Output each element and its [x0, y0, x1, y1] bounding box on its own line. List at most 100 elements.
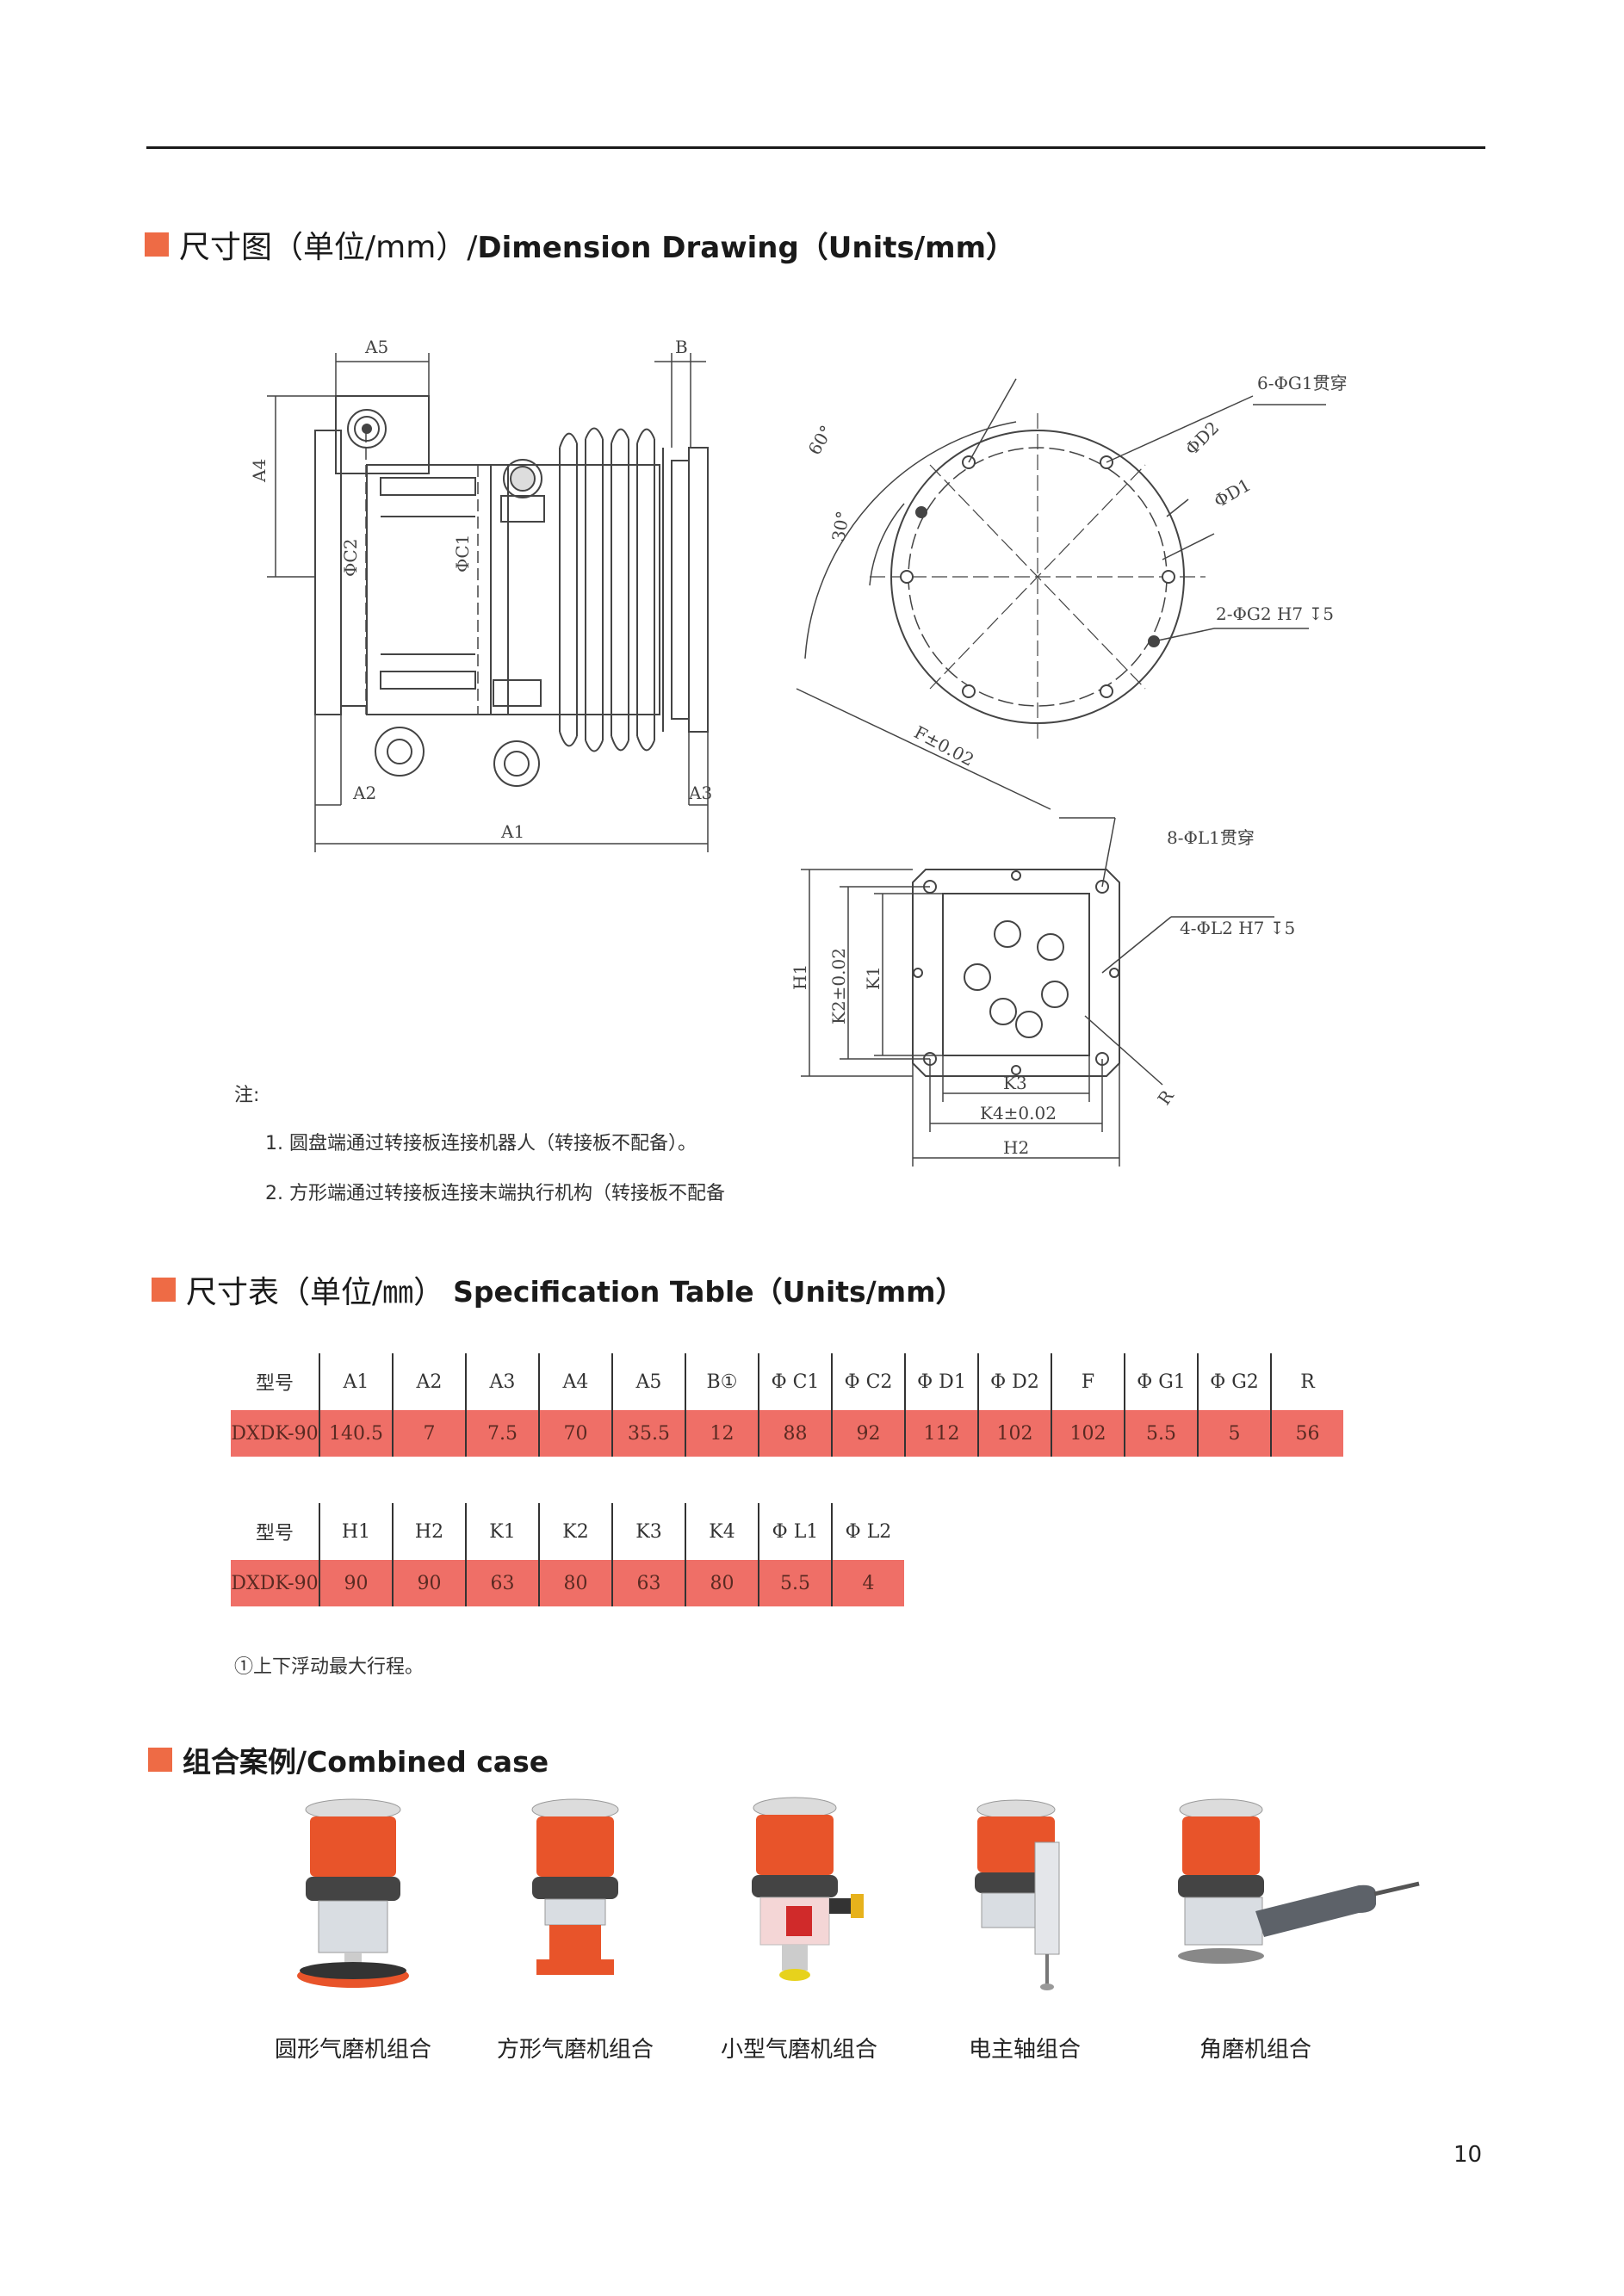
- table-cell: H1: [319, 1503, 394, 1560]
- side-view: [314, 395, 709, 787]
- table-cell: 4: [832, 1560, 904, 1606]
- table-cell: 56: [1271, 1410, 1343, 1457]
- note-2: 2. 方形端通过转接板连接末端执行机构（转接板不配备: [265, 1183, 725, 1204]
- section-heading-spec: 尺寸表（单位/㎜） Specification Table（Units/mm）: [152, 1267, 964, 1312]
- label-a5: A5: [364, 337, 388, 357]
- table-cell: 102: [1051, 1410, 1125, 1457]
- table-cell: K1: [466, 1503, 540, 1560]
- case-spindle: 电主轴组合: [939, 1791, 1111, 2083]
- label-c1: ΦC1: [452, 535, 473, 572]
- case-label: 圆形气磨机组合: [274, 2037, 431, 2063]
- label-c2: ΦC2: [340, 539, 361, 577]
- label-k4: K4±0.02: [980, 1103, 1057, 1123]
- table-cell: A5: [612, 1353, 686, 1410]
- table-cell: H2: [393, 1503, 467, 1560]
- case-label: 电主轴组合: [968, 2037, 1081, 2063]
- combined-cases: 圆形气磨机组合 方形气磨机组合 小型气磨机组合: [207, 1791, 1420, 2075]
- small-grinder-image: [752, 1797, 864, 1981]
- label-a2: A2: [352, 783, 376, 803]
- angle-grinder-image: [1178, 1798, 1420, 1964]
- label-b: B: [675, 337, 688, 357]
- section-heading-cases: 组合案例/Combined case: [148, 1739, 549, 1780]
- label-a4: A4: [249, 459, 270, 483]
- section-heading-dimension: 尺寸图（单位/mm）/ Dimension Drawing（Units/mm）: [145, 222, 1015, 267]
- top-rule: [146, 146, 1485, 149]
- note-1: 1. 圆盘端通过转接板连接机器人（转接板不配备）。: [265, 1133, 697, 1154]
- table-cell: 88: [759, 1410, 833, 1457]
- dimension-drawing: A5 B A4 ΦC2 ΦC1 A2 A3 A1 6-ΦG1贯穿 ΦD2 ΦD1…: [249, 337, 1348, 1167]
- table-cell: 5.5: [1125, 1410, 1199, 1457]
- notes-heading: 注:: [234, 1085, 260, 1106]
- section-title-en: Specification Table（Units/mm）: [453, 1275, 964, 1309]
- square-grinder-image: [531, 1798, 619, 1975]
- table-cell: 112: [905, 1410, 979, 1457]
- table-cell: Φ G1: [1125, 1353, 1199, 1410]
- section-bullet: [148, 1748, 172, 1772]
- table-cell: 35.5: [612, 1410, 686, 1457]
- table-cell: 63: [466, 1560, 540, 1606]
- table-cell: 80: [539, 1560, 613, 1606]
- case-label: 角磨机组合: [1199, 2037, 1311, 2063]
- section-bullet: [145, 232, 169, 257]
- label-k2: K2±0.02: [828, 948, 849, 1024]
- label-k1: K1: [863, 966, 883, 990]
- label-h2: H2: [1003, 1137, 1029, 1158]
- table-cell: Φ C1: [759, 1353, 833, 1410]
- table-cell-model: DXDK-90: [231, 1410, 320, 1457]
- table-cell-model: 型号: [231, 1503, 320, 1560]
- table-cell: 7: [393, 1410, 467, 1457]
- page-number: 10: [1454, 2142, 1483, 2168]
- table-cell: 90: [319, 1560, 394, 1606]
- label-g2: 2-ΦG2 H7 ↧5: [1216, 603, 1334, 624]
- label-r: R: [1153, 1086, 1178, 1109]
- label-60deg: 60°: [804, 422, 838, 459]
- square-view: [912, 869, 1120, 1077]
- round-grinder-image: [297, 1798, 409, 1988]
- table-cell: K4: [685, 1503, 759, 1560]
- table-cell: 102: [978, 1410, 1052, 1457]
- table-cell: 63: [612, 1560, 686, 1606]
- section-bullet: [152, 1278, 176, 1302]
- table-cell: 7.5: [466, 1410, 540, 1457]
- table-cell: A1: [319, 1353, 394, 1410]
- table-cell-model: 型号: [231, 1353, 320, 1410]
- table-cell: B①: [685, 1353, 759, 1410]
- table-cell: Φ D2: [978, 1353, 1052, 1410]
- label-f: F±0.02: [911, 721, 978, 770]
- table-cell: 5: [1198, 1410, 1272, 1457]
- table-cell: A2: [393, 1353, 467, 1410]
- table-cell: Φ G2: [1198, 1353, 1272, 1410]
- table-cell: F: [1051, 1353, 1125, 1410]
- label-d1: ΦD1: [1211, 474, 1255, 511]
- spindle-image: [975, 1799, 1060, 1990]
- case-small-grinder: 小型气磨机组合: [713, 1791, 885, 2083]
- table-cell: K3: [612, 1503, 686, 1560]
- label-l2: 4-ΦL2 H7 ↧5: [1180, 918, 1295, 938]
- section-title-en: Dimension Drawing（Units/mm）: [477, 230, 1016, 265]
- table-cell: Φ L2: [845, 1520, 892, 1543]
- case-square-grinder: 方形气磨机组合: [489, 1791, 661, 2083]
- case-label: 方形气磨机组合: [496, 2037, 654, 2063]
- flange-view: [870, 413, 1206, 740]
- label-h1: H1: [790, 964, 810, 990]
- label-g1: 6-ΦG1贯穿: [1257, 373, 1348, 393]
- section-title: 组合案例/Combined case: [183, 1745, 549, 1779]
- table-cell: K2: [539, 1503, 613, 1560]
- section-title-cn: 尺寸表（单位/㎜）: [186, 1275, 445, 1310]
- table-cell: A4: [539, 1353, 613, 1410]
- table-cell: 140.5: [319, 1410, 394, 1457]
- table-cell: Φ L1: [759, 1503, 833, 1560]
- case-label: 小型气磨机组合: [720, 2037, 877, 2063]
- label-l1: 8-ΦL1贯穿: [1167, 827, 1255, 848]
- table-footnote: ①上下浮动最大行程。: [234, 1656, 425, 1678]
- table-cell: 80: [685, 1560, 759, 1606]
- label-d2: ΦD2: [1181, 418, 1224, 460]
- label-30deg: 30°: [827, 510, 853, 543]
- table-cell: A3: [466, 1353, 540, 1410]
- table-cell: 5.5: [759, 1560, 833, 1606]
